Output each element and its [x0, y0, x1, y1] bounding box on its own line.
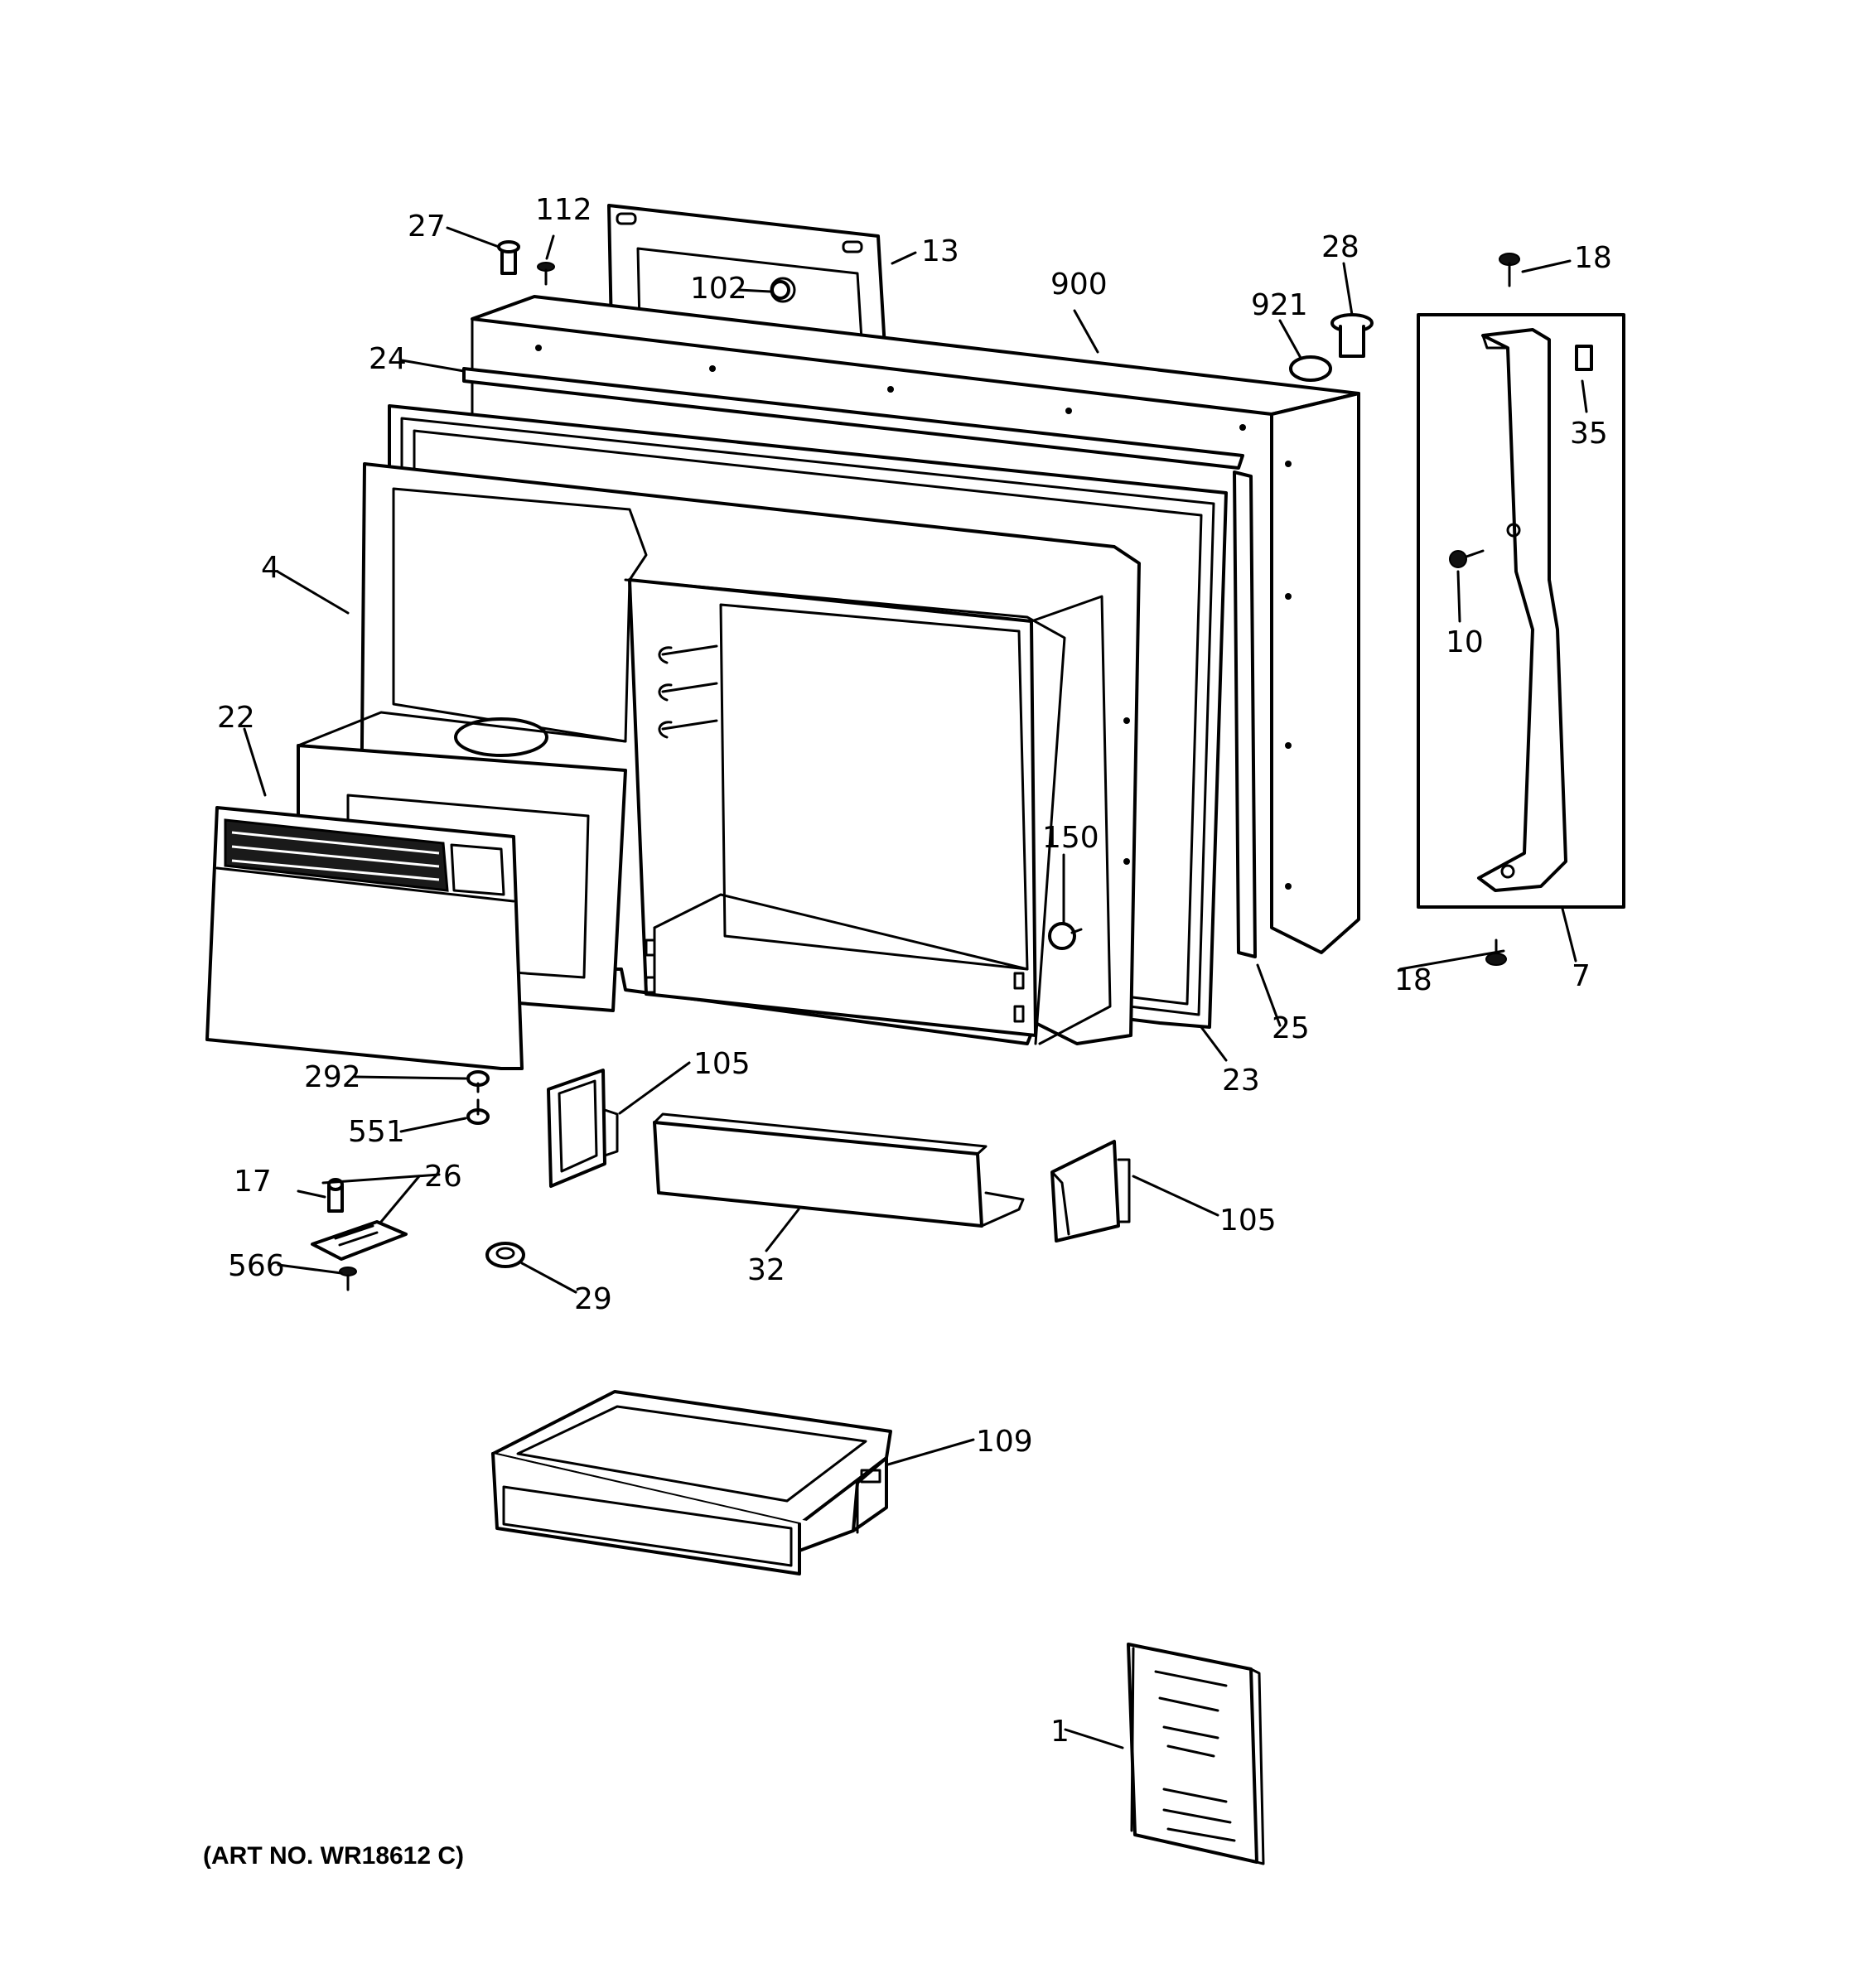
part-1-manual: [1127, 1643, 1265, 1865]
part-28-bushing: [1330, 313, 1374, 358]
callout-18-top: 18: [1574, 241, 1612, 275]
callout-32: 32: [747, 1253, 785, 1287]
callout-102: 102: [690, 272, 747, 306]
part-112-screw: [537, 262, 555, 286]
callout-10: 10: [1446, 625, 1484, 659]
callout-105-left: 105: [693, 1047, 751, 1081]
part-10-screw: [1449, 549, 1485, 568]
part-35-shim: [1575, 345, 1593, 371]
part-27-plug: [497, 240, 520, 275]
callout-13: 13: [921, 234, 959, 268]
callout-292: 292: [304, 1060, 361, 1094]
callout-150: 150: [1042, 821, 1099, 855]
callout-900: 900: [1050, 268, 1108, 302]
part-150-stop: [1048, 922, 1083, 950]
callout-35: 35: [1570, 417, 1608, 451]
part-18-screw-top: [1499, 253, 1520, 287]
callout-27: 27: [408, 210, 446, 244]
part-26-plate: [311, 1220, 408, 1261]
part-105-end-cap-right: [1050, 1140, 1131, 1242]
part-7-hinge: [1477, 328, 1567, 892]
art-number: (ART NO. WR18612 C): [203, 1842, 464, 1870]
callout-labels: 27 112 13 102 900 921 28 18 24 35 4 10 2…: [203, 193, 1612, 1870]
callout-18-bottom: 18: [1394, 963, 1432, 997]
part-566-screw: [339, 1267, 357, 1291]
callout-551: 551: [348, 1115, 405, 1149]
callout-1: 1: [1050, 1715, 1070, 1749]
part-32-shelf-bar: [653, 1112, 1025, 1228]
callout-26: 26: [424, 1160, 462, 1194]
callout-17: 17: [234, 1165, 272, 1199]
callout-4: 4: [261, 551, 280, 585]
part-17-pin: [327, 1178, 344, 1213]
part-921-plug: [1289, 355, 1332, 382]
callout-566: 566: [228, 1249, 285, 1283]
callout-22: 22: [217, 701, 255, 735]
callout-7: 7: [1572, 959, 1591, 993]
part-102-plug: [770, 280, 790, 300]
part-24-strip: [462, 367, 1244, 470]
callout-112: 112: [535, 193, 592, 227]
callout-24: 24: [369, 342, 407, 376]
part-25-strip: [1233, 470, 1257, 958]
callout-921: 921: [1251, 288, 1308, 322]
callout-25: 25: [1272, 1011, 1310, 1045]
part-292-washer: [466, 1070, 490, 1093]
callout-29: 29: [574, 1282, 612, 1316]
part-105-end-cap-left: [547, 1069, 619, 1188]
part-109-bin: [491, 1390, 892, 1575]
part-22-compartment-door: [205, 806, 524, 1070]
callout-28: 28: [1321, 230, 1359, 264]
leader-lines: [243, 226, 1588, 1749]
part-900-outer-shell: [471, 295, 1360, 954]
callout-109: 109: [976, 1425, 1033, 1459]
part-551-screw: [466, 1098, 490, 1125]
callout-105-right: 105: [1219, 1204, 1277, 1238]
callout-23: 23: [1222, 1064, 1260, 1098]
part-29-bumper: [485, 1242, 525, 1268]
